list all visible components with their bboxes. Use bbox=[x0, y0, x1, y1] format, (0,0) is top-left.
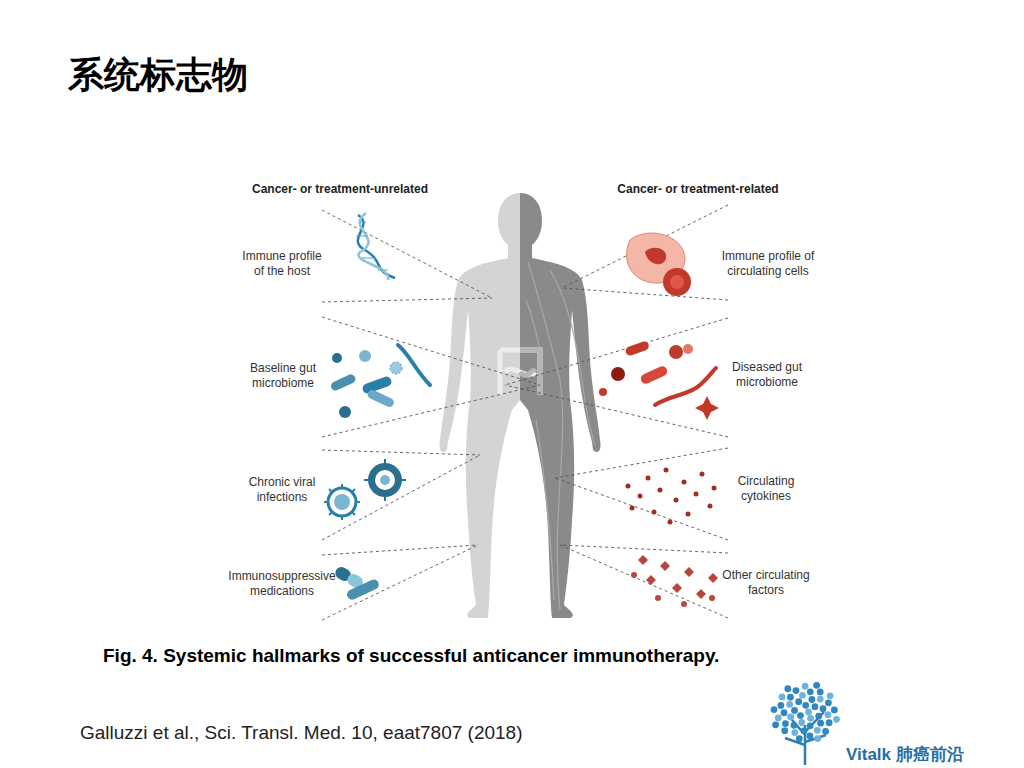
diseased-bacteria-icon bbox=[599, 340, 719, 420]
factor-label: Baseline gut microbiome bbox=[245, 361, 321, 391]
tree-leaf bbox=[787, 694, 794, 701]
tree-leaf bbox=[807, 715, 814, 722]
tree-leaf bbox=[807, 722, 814, 729]
virus-icon bbox=[324, 459, 406, 520]
factor-label: Chronic viral infections bbox=[244, 475, 320, 505]
body-left-half bbox=[439, 193, 520, 618]
tree-leaf bbox=[786, 701, 793, 708]
tree-leaf bbox=[817, 720, 824, 727]
cytokine-dots bbox=[626, 468, 717, 525]
tree-leaf bbox=[799, 692, 806, 699]
tree-leaf bbox=[812, 703, 819, 710]
tree-leaf bbox=[825, 699, 832, 706]
tree-leaf bbox=[787, 714, 794, 721]
tree-leaf bbox=[817, 696, 824, 703]
tree-leaf bbox=[802, 702, 809, 709]
tree-leaf bbox=[808, 696, 815, 703]
figure-caption: Fig. 4. Systemic hallmarks of successful… bbox=[103, 644, 719, 668]
citation: Galluzzi et al., Sci. Transl. Med. 10, e… bbox=[80, 721, 523, 745]
dna-icon bbox=[356, 213, 395, 280]
tree-leaf bbox=[814, 735, 821, 742]
tree-leaf bbox=[815, 713, 822, 720]
tree-leaf bbox=[791, 722, 798, 729]
pill-icon bbox=[333, 565, 380, 601]
tree-leaf bbox=[781, 727, 788, 734]
tree-leaf bbox=[781, 709, 788, 716]
factor-label: Other circulating factors bbox=[715, 568, 817, 598]
tree-leaf bbox=[796, 735, 803, 742]
blood-cells-icon bbox=[627, 233, 691, 296]
tree-leaf bbox=[782, 720, 789, 727]
tree-leaf bbox=[814, 727, 821, 734]
logo-tree bbox=[771, 682, 840, 765]
logo-text: Vitalk 肺癌前沿 bbox=[846, 744, 964, 765]
tree-leaf bbox=[795, 698, 802, 705]
tree-leaf bbox=[817, 688, 824, 695]
tree-leaf bbox=[791, 707, 798, 714]
gut-bacteria-icon bbox=[330, 345, 430, 418]
group-header: Cancer- or treatment-related bbox=[617, 182, 778, 197]
factor-label: Immune profile of the host bbox=[239, 249, 325, 279]
tree-leaf bbox=[831, 707, 838, 714]
tree-leaf bbox=[827, 692, 834, 699]
tree-leaf bbox=[798, 719, 805, 726]
tree-leaf bbox=[802, 683, 809, 690]
body-right-half bbox=[520, 193, 601, 618]
tree-leaf bbox=[826, 719, 833, 726]
tree-leaf bbox=[793, 687, 800, 694]
tree-leaf bbox=[775, 715, 782, 722]
tree-leaf bbox=[777, 702, 784, 709]
tree-leaf bbox=[825, 711, 832, 718]
factor-label: Immunosuppressive medications bbox=[223, 569, 341, 599]
tree-leaf bbox=[771, 706, 778, 713]
factor-label: Immune profile of circulating cells bbox=[717, 249, 819, 279]
tree-leaf bbox=[820, 705, 827, 712]
tree-leaf bbox=[807, 688, 814, 695]
tree-leaf bbox=[801, 727, 808, 734]
tree-leaf bbox=[791, 729, 798, 736]
factor-label: Circulating cytokines bbox=[733, 474, 799, 504]
tree-leaf bbox=[784, 685, 791, 692]
tree-leaf bbox=[779, 694, 786, 701]
tree-leaf bbox=[772, 721, 779, 728]
circulating-factors bbox=[631, 555, 718, 607]
intestine bbox=[500, 350, 540, 395]
leader-lines bbox=[322, 205, 728, 620]
tree-leaf bbox=[797, 712, 804, 719]
tree-leaf bbox=[833, 716, 840, 723]
tree-leaf bbox=[805, 709, 812, 716]
tree-leaf bbox=[822, 728, 829, 735]
group-header: Cancer- or treatment-unrelated bbox=[252, 182, 428, 197]
tree-leaf bbox=[806, 733, 813, 740]
factor-label: Diseased gut microbiome bbox=[728, 360, 806, 390]
tree-leaf bbox=[813, 682, 820, 689]
slide-title: 系统标志物 bbox=[68, 52, 248, 97]
